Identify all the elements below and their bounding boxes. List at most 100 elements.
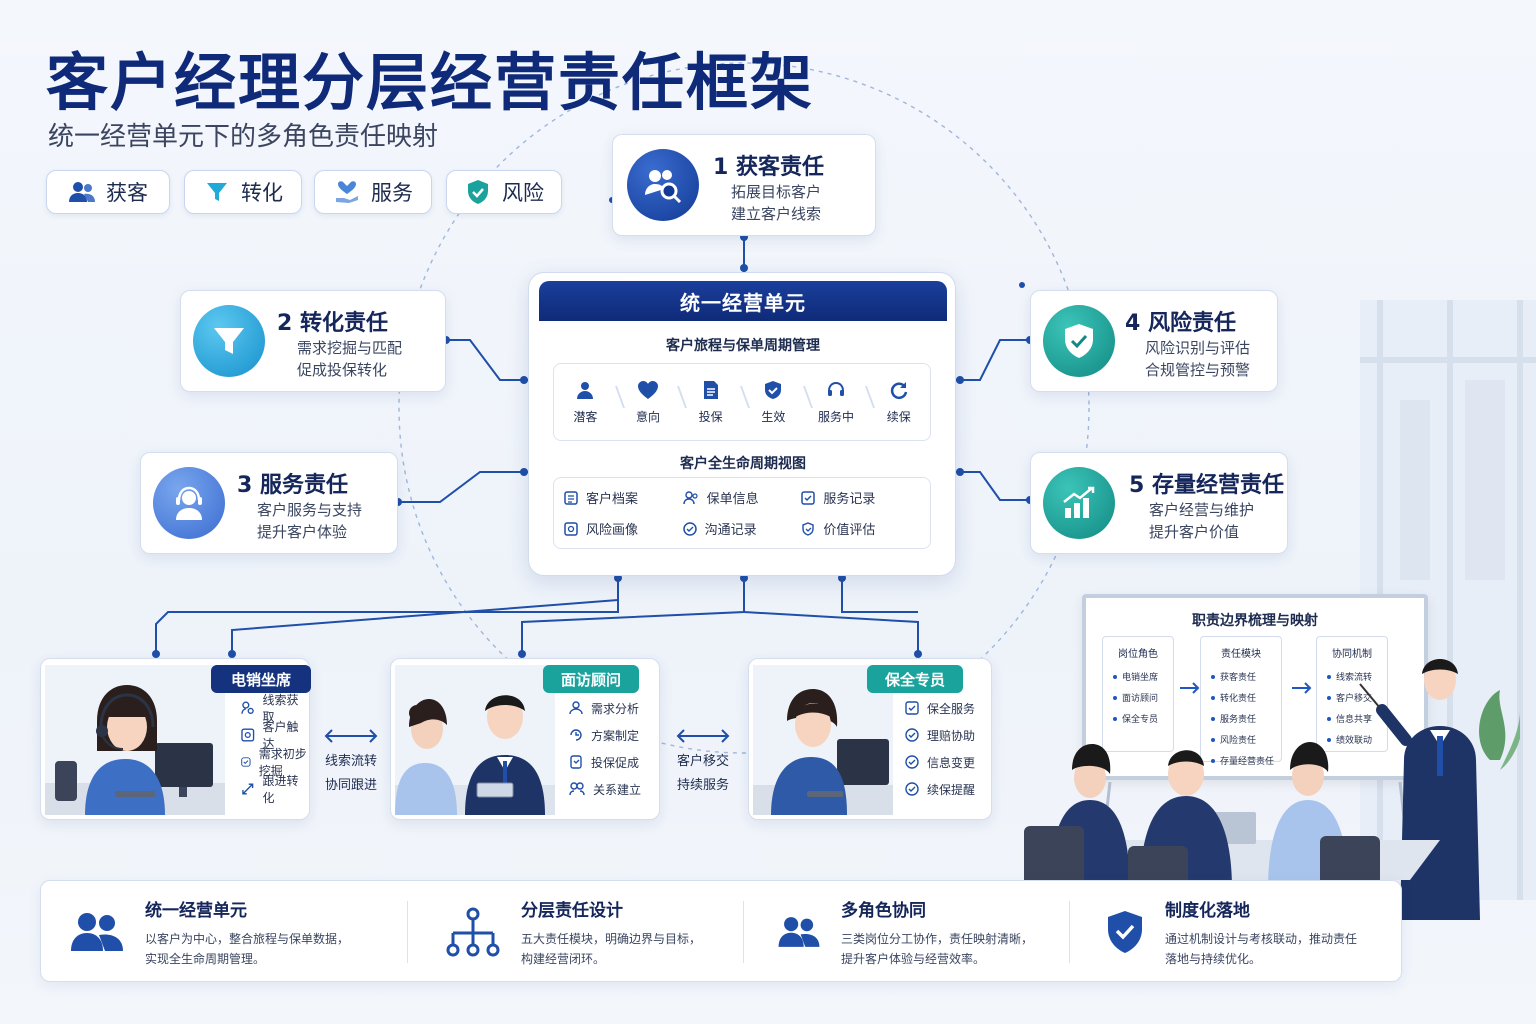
role-duty: 理赔协助 <box>905 726 975 744</box>
lifecycle-item[interactable]: 沟通记录 <box>682 513 802 544</box>
user-icon <box>577 381 594 399</box>
principle-unified-unit: 统一经营单元 以客户为中心，整合旅程与保单数据， 实现全生命周期管理。 <box>69 881 349 983</box>
lifecycle-item[interactable]: 价值评估 <box>801 513 920 544</box>
responsibility-desc: 促成投保转化 <box>297 361 388 379</box>
role-card-advisor[interactable]: 面访顾问 需求分析 方案制定 投保促成 关系建立 <box>390 658 660 820</box>
profile-icon <box>564 490 578 505</box>
tag-acquire[interactable]: 获客 <box>46 170 170 214</box>
responsibility-card-5[interactable]: 5 存量经营责任 客户经营与维护 提升客户价值 <box>1030 452 1288 554</box>
lifecycle-item[interactable]: 保单信息 <box>682 482 802 513</box>
role-duty-label: 跟进转化 <box>262 774 299 805</box>
value-icon <box>802 521 815 536</box>
responsibility-card-4[interactable]: 4 风险责任 风险识别与评估 合规管控与预警 <box>1030 290 1278 392</box>
board-item: 面访顾问 <box>1113 691 1173 704</box>
role-badge: 面访顾问 <box>543 665 639 693</box>
hand-heart-icon <box>333 178 361 206</box>
role-duty-label: 信息变更 <box>927 755 976 770</box>
journey-step-label: 意向 <box>636 409 661 424</box>
principle-multi-role: 多角色协同 三类岗位分工协作，责任映射清晰， 提升客户体验与经营效率。 <box>777 881 1033 983</box>
role-duty-label: 续保提醒 <box>927 782 976 797</box>
journey-step-renewal[interactable]: 续保 <box>867 364 930 440</box>
responsibility-mapping-board: 职责边界梳理与映射 岗位角色 电销坐席 面访顾问 保全专员 责任模块 获客责任 … <box>1082 594 1428 780</box>
board-column-head: 责任模块 <box>1221 649 1261 660</box>
headset-user-icon <box>153 467 225 539</box>
service-specialist-illustration <box>753 665 893 815</box>
board-item: 线索流转 <box>1327 670 1387 683</box>
board-item: 信息共享 <box>1327 712 1387 725</box>
divider <box>743 901 744 963</box>
lifecycle-item-label: 客户档案 <box>586 492 639 507</box>
responsibility-card-3[interactable]: 3 服务责任 客户服务与支持 提升客户体验 <box>140 452 398 554</box>
shield-check-icon <box>765 380 782 399</box>
journey-step-servicing[interactable]: 服务中 <box>805 364 868 440</box>
tag-convert[interactable]: 转化 <box>184 170 302 214</box>
unified-unit-panel: 统一经营单元 客户旅程与保单周期管理 潜客 意向 投保 生效 服务中 续保 客户… <box>528 272 956 576</box>
double-arrow-icon <box>676 729 730 743</box>
role-duty-label: 保全服务 <box>927 701 976 716</box>
responsibility-desc: 风险识别与评估 <box>1145 339 1251 357</box>
arrow-right-icon <box>1292 682 1312 694</box>
divider <box>1069 901 1070 963</box>
role-duty: 信息变更 <box>905 753 975 771</box>
principle-institutionalization: 制度化落地 通过机制设计与考核联动，推动责任 落地与持续优化。 <box>1105 881 1357 983</box>
user-group-icon <box>682 490 698 504</box>
check-box-icon <box>905 701 919 715</box>
growth-chart-icon <box>1043 467 1115 539</box>
role-duty: 保全服务 <box>905 699 975 717</box>
board-item: 服务责任 <box>1211 712 1281 725</box>
phone-icon <box>241 728 255 742</box>
tag-risk[interactable]: 风险 <box>446 170 562 214</box>
headset-icon <box>828 381 845 396</box>
tag-service[interactable]: 服务 <box>314 170 432 214</box>
plan-icon <box>570 729 582 741</box>
journey-step-intent[interactable]: 意向 <box>617 364 680 440</box>
responsibility-desc: 需求挖掘与匹配 <box>297 339 403 357</box>
responsibility-desc: 提升客户价值 <box>1149 523 1240 541</box>
role-duty: 方案制定 <box>569 726 641 744</box>
lifecycle-item[interactable]: 风险画像 <box>564 513 683 544</box>
users-icon <box>68 178 96 206</box>
lifecycle-item-label: 风险画像 <box>586 523 639 538</box>
responsibility-card-2[interactable]: 2 转化责任 需求挖掘与匹配 促成投保转化 <box>180 290 446 392</box>
team-icon <box>71 913 123 951</box>
user-search-icon <box>627 149 699 221</box>
role-card-service-specialist[interactable]: 保全专员 保全服务 理赔协助 信息变更 续保提醒 <box>748 658 992 820</box>
tag-label: 转化 <box>241 181 283 205</box>
check-circle-icon <box>905 728 919 742</box>
board-item: 保全专员 <box>1113 712 1173 725</box>
board-item: 绩效联动 <box>1327 733 1387 746</box>
unified-unit-title: 统一经营单元 <box>539 281 947 321</box>
responsibility-desc: 合规管控与预警 <box>1145 361 1251 379</box>
responsibility-card-1[interactable]: 1 获客责任 拓展目标客户 建立客户线索 <box>612 134 876 236</box>
check-circle-icon <box>905 782 919 796</box>
chat-icon <box>682 521 697 536</box>
role-duty-label: 需求初步挖掘 <box>258 747 307 778</box>
journey-step-prospect[interactable]: 潜客 <box>554 364 617 440</box>
journey-steps: 潜客 意向 投保 生效 服务中 续保 <box>553 363 931 441</box>
journey-step-effective[interactable]: 生效 <box>742 364 805 440</box>
principles-bar: 统一经营单元 以客户为中心，整合旅程与保单数据， 实现全生命周期管理。 分层责任… <box>40 880 1402 982</box>
board-column-head: 协同机制 <box>1332 649 1372 660</box>
responsibility-desc: 客户服务与支持 <box>257 501 363 519</box>
role-duty-label: 理赔协助 <box>927 728 976 743</box>
user-search-icon <box>241 701 254 714</box>
journey-label: 客户旅程与保单周期管理 <box>666 338 820 354</box>
lifecycle-item-label: 价值评估 <box>823 523 876 538</box>
responsibility-desc: 提升客户体验 <box>257 523 348 541</box>
board-column-head: 岗位角色 <box>1118 649 1158 660</box>
principle-desc: 五大责任模块，明确边界与目标， <box>521 931 702 946</box>
lifecycle-item[interactable]: 服务记录 <box>801 482 920 513</box>
lifecycle-item[interactable]: 客户档案 <box>564 482 683 513</box>
role-badge: 保全专员 <box>867 665 963 693</box>
role-duty: 投保促成 <box>569 753 641 771</box>
lifecycle-label: 客户全生命周期视图 <box>680 456 806 472</box>
board-column-roles: 岗位角色 电销坐席 面访顾问 保全专员 <box>1102 636 1174 752</box>
journey-step-apply[interactable]: 投保 <box>679 364 742 440</box>
tag-label: 风险 <box>502 181 544 205</box>
journey-step-label: 生效 <box>761 409 786 424</box>
responsibility-title: 5 存量经营责任 <box>1129 473 1284 498</box>
role-card-telesales[interactable]: 电销坐席 线索获取 客户触达 需求初步挖掘 跟进转化 <box>40 658 311 820</box>
lifecycle-item-label: 服务记录 <box>823 492 876 507</box>
board-item: 存量经营责任 <box>1211 754 1281 767</box>
journey-step-label: 潜客 <box>573 409 598 424</box>
